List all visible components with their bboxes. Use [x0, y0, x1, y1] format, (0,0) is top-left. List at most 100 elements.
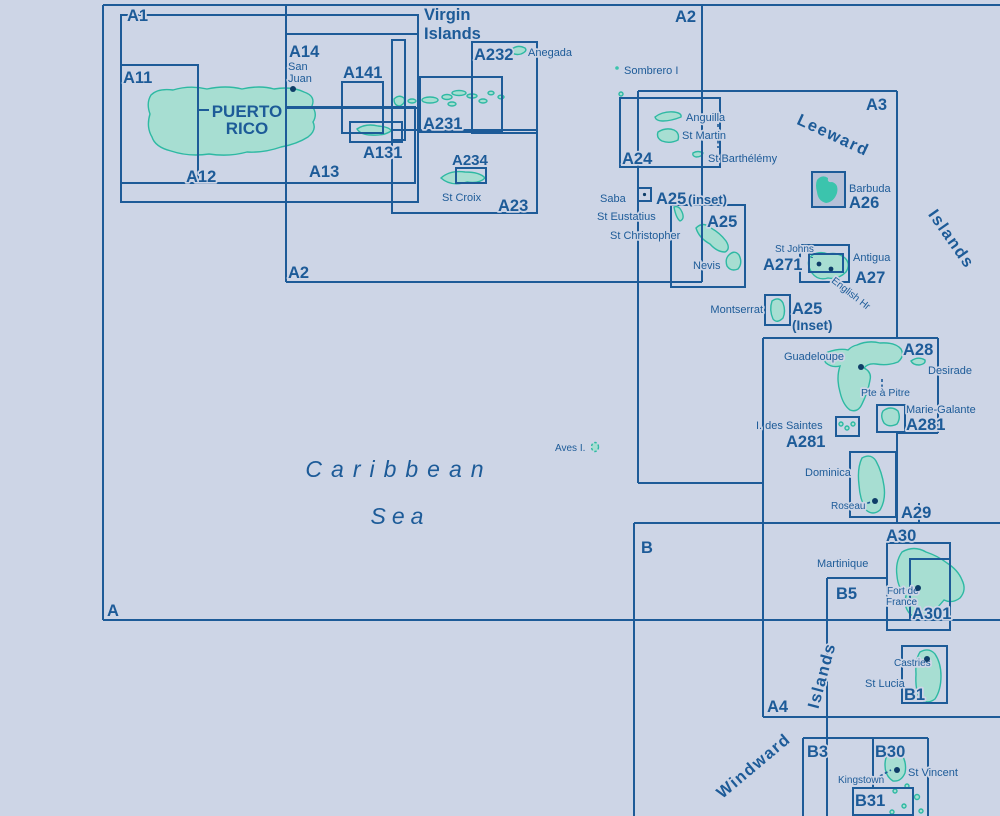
label-a27: A27: [855, 269, 885, 287]
label-a12: A12: [186, 168, 216, 186]
label-barbuda: Barbuda: [849, 183, 891, 195]
label-france: France: [886, 597, 918, 608]
chart-box-a141: [341, 81, 384, 134]
dot-kingstown: [894, 767, 900, 773]
island-aves: [590, 441, 600, 453]
label-b31: B31: [855, 792, 885, 810]
label-st-lucia: St Lucia: [865, 678, 906, 690]
label-castries: Castries: [894, 658, 931, 669]
chart-box-a25: [670, 204, 746, 288]
label-kingstown: Kingstown: [838, 775, 884, 786]
islet-grenadines-2: [892, 788, 898, 794]
label-saba: Saba: [600, 193, 627, 205]
label-a11: A11: [123, 69, 152, 87]
island-st-eustatius: [673, 205, 684, 222]
label-anegada: Anegada: [528, 47, 573, 59]
island-guadeloupe: [823, 341, 904, 412]
label-b5: B5: [836, 585, 857, 603]
label-martinique: Martinique: [817, 558, 868, 570]
island-st-martin: [656, 128, 680, 143]
chart-box-a234: [455, 167, 487, 184]
label-a25-inset2-line2: (Inset): [792, 318, 833, 333]
label-rico: RICO: [226, 119, 269, 138]
label-antigua: Antigua: [853, 252, 891, 264]
island-st-barthelemy: [692, 150, 704, 158]
label-anguilla: Anguilla: [686, 112, 726, 124]
label-sea: Sea: [371, 503, 430, 529]
label-b3: B3: [807, 743, 828, 761]
leader-roseau: [861, 501, 872, 506]
label-sombrero: Sombrero I: [624, 65, 678, 77]
label-a131: A131: [363, 144, 402, 162]
chart-box-montserrat: [764, 294, 791, 326]
island-marie-galante: [881, 407, 900, 427]
label-pte-a-pitre: Pte à Pitre: [861, 387, 910, 399]
label-a25: A25: [707, 213, 737, 231]
label-nevis: Nevis: [693, 260, 721, 272]
label-fort-de: Fort de: [887, 586, 919, 597]
chart-box-a131: [349, 121, 403, 143]
label-a231: A231: [423, 115, 462, 133]
label-a24: A24: [622, 150, 653, 168]
label-a281-saintes: A281: [786, 433, 825, 451]
dot-san-juan: [290, 86, 296, 92]
islet-st-thomas: [421, 96, 439, 104]
chart-box-a232: [471, 41, 538, 134]
label-montserrat: Montserrat: [710, 304, 763, 316]
islet-grenadines-5: [889, 809, 895, 815]
islet-les-saintes-3: [850, 421, 856, 427]
chart-box-a23: [391, 129, 538, 214]
island-montserrat: [770, 298, 786, 322]
dot-fort-de-france: [915, 585, 921, 591]
islet-virgin-chain-2: [487, 90, 495, 96]
islet-grenadines-4: [901, 803, 907, 809]
label-a14: A14: [289, 43, 320, 61]
label-i-des-saintes: I. des Saintes: [756, 420, 823, 432]
label-a23: A23: [498, 197, 528, 215]
dot-basse-terre: [858, 364, 864, 370]
label-st-johns: St Johns: [775, 244, 814, 255]
label-a4: A4: [767, 698, 789, 716]
island-st-kitts: [695, 223, 729, 253]
label-san: San: [288, 61, 308, 73]
islet-st-john: [441, 93, 453, 101]
label-b1: B1: [904, 686, 925, 704]
island-st-lucia: [915, 649, 942, 703]
label-a30: A30: [886, 527, 916, 545]
label-b30: B30: [875, 743, 905, 761]
island-anguilla: [654, 111, 682, 122]
islet-les-saintes-1: [838, 421, 844, 427]
islet-grenadines-3: [913, 793, 921, 801]
label-a29: A29: [901, 504, 931, 522]
label-st-vincent: St Vincent: [908, 767, 958, 779]
islet-grenadines-6: [918, 808, 924, 814]
label-a: A: [107, 602, 119, 620]
chart-box-a27-outer: [799, 244, 850, 283]
label-a2-bottom: A2: [288, 264, 309, 282]
label-b: B: [641, 539, 653, 557]
label-a232: A232: [474, 46, 513, 64]
islet-sombrero: [615, 66, 619, 70]
dot-roseau: [872, 498, 878, 504]
islet-tortola: [451, 89, 467, 97]
chart-box-a271-inner: [808, 253, 844, 273]
label-a1: A1: [127, 7, 148, 25]
label-a2-top: A2: [675, 8, 696, 26]
leader-fort-de-france: [905, 588, 915, 591]
label-a234: A234: [452, 152, 489, 169]
label-puerto: PUERTO: [212, 102, 283, 121]
label-a3: A3: [866, 96, 887, 114]
dot-st-johns: [816, 261, 822, 267]
label-a26: A26: [849, 194, 879, 212]
label-st-eustatius: St Eustatius: [597, 211, 656, 223]
label-a25-inset-top: A25: [656, 190, 686, 208]
label-a301: A301: [912, 605, 951, 623]
label-virgin: Virgin: [424, 6, 470, 24]
island-nevis: [725, 251, 742, 271]
chart-box-a281-marie-galante: [876, 404, 906, 433]
island-dominica: [857, 455, 886, 514]
island-culebra: [393, 95, 406, 107]
label-st-barthelemy: St Barthélémy: [708, 153, 778, 165]
